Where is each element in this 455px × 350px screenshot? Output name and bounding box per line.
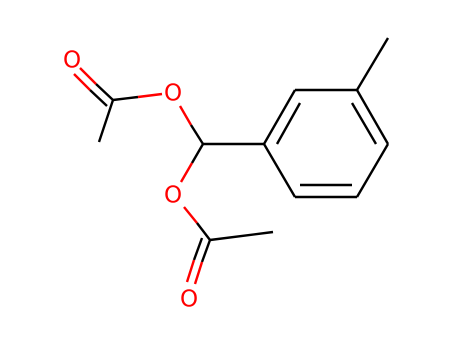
bond-carbonyl-to-o-upper-a (95, 83, 114, 101)
oxygen-lower-carbonyl: O (180, 287, 198, 313)
bond-carbonyl-to-o-lower-b (192, 237, 204, 261)
oxygen-upper-ester: O (164, 81, 182, 107)
bond-ch-to-ester-o-lower (190, 143, 205, 164)
bond-carbonyl-to-o-lower-b-red (185, 259, 196, 283)
bond-carbonyl-to-o-upper-b-red (73, 73, 91, 91)
oxygen-upper-carbonyl: O (63, 48, 81, 74)
bond-ester-o-lower-to-carbonyl-red (183, 206, 198, 224)
bond-carbonyl-to-o-upper-b (89, 89, 108, 107)
bond-ester-o-upper-to-ch (189, 124, 205, 145)
lower-acetate-group: O O (164, 183, 274, 313)
bond-carbonyl-to-o-upper-a-red (79, 67, 97, 85)
bond-carbonyl-to-ester-o-upper-red (137, 92, 163, 99)
ring-bond-3 (355, 89, 390, 145)
ring-inner-double-bond-right (350, 102, 378, 145)
bond-ring-to-methyl (355, 37, 390, 91)
bond-ester-o-lower-to-carbonyl (196, 222, 211, 241)
bond-carbonyl-to-o-lower-a-red (193, 261, 204, 285)
bond-ch-to-ester-o-lower-red (179, 162, 194, 183)
upper-acetate-group: O O (63, 48, 182, 143)
bond-carbonyl-to-o-lower-a (200, 239, 212, 263)
ring-bond-4 (355, 143, 390, 198)
bond-carbonyl-to-ester-o-upper (112, 95, 139, 102)
bond-carbonyl-to-methyl-lower (209, 230, 274, 242)
ring-inner-double-bond-left (275, 102, 302, 145)
ring-bond-6 (262, 143, 297, 198)
central-ch (178, 105, 264, 183)
benzene-ring (262, 37, 390, 199)
oxygen-lower-ester: O (164, 183, 182, 209)
bond-ester-o-upper-to-ch-red (178, 105, 193, 126)
bond-methyl-carbonyl-upper (97, 99, 115, 143)
ring-bond-1 (262, 89, 297, 145)
